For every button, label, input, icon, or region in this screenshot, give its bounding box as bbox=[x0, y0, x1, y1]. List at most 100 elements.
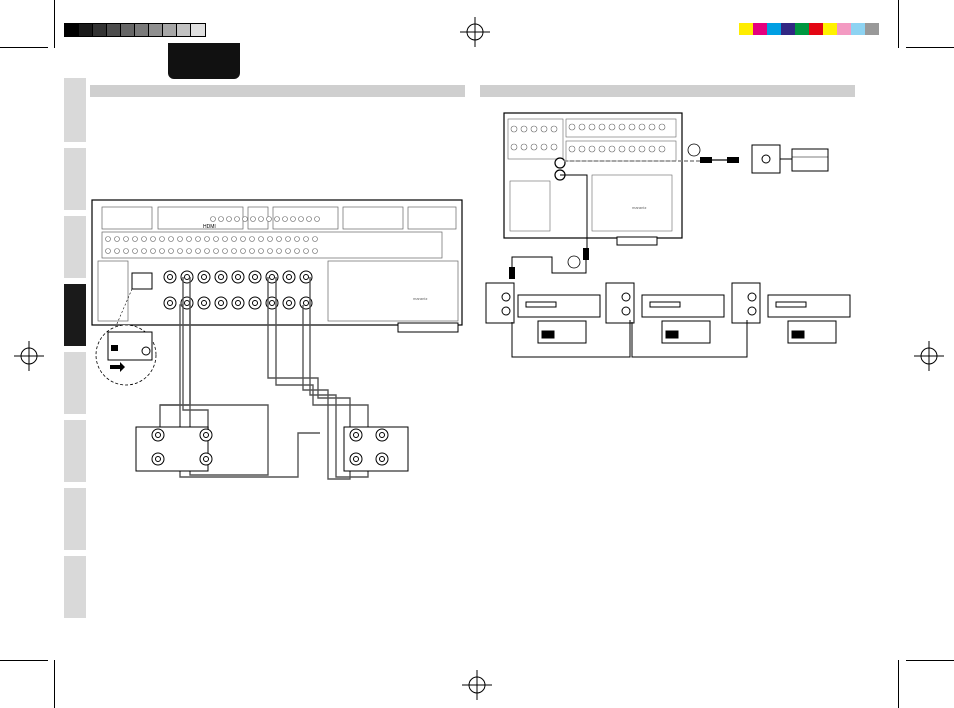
jack bbox=[621, 292, 631, 302]
jack bbox=[598, 123, 606, 131]
jack bbox=[222, 236, 228, 242]
gray-swatch bbox=[190, 23, 206, 37]
jack bbox=[638, 123, 646, 131]
jack bbox=[290, 216, 296, 222]
jack bbox=[312, 248, 318, 254]
remote-jack-box bbox=[731, 282, 761, 324]
jack bbox=[132, 236, 138, 242]
jack bbox=[218, 300, 224, 306]
jack bbox=[267, 236, 273, 242]
registration-mark-icon bbox=[462, 670, 492, 700]
jack bbox=[303, 300, 309, 306]
jack bbox=[167, 274, 173, 280]
jack bbox=[213, 248, 219, 254]
biamp-connection-diagram: HDMI marantz bbox=[91, 199, 463, 480]
jack bbox=[168, 248, 174, 254]
jack bbox=[195, 236, 201, 242]
jack bbox=[159, 248, 165, 254]
jack bbox=[501, 306, 511, 316]
jack bbox=[203, 432, 209, 438]
side-tab[interactable] bbox=[64, 78, 86, 142]
jack bbox=[184, 300, 190, 306]
jack bbox=[235, 274, 241, 280]
jack bbox=[648, 123, 656, 131]
jack bbox=[303, 248, 309, 254]
remote-connection-diagram: marantz bbox=[485, 112, 851, 358]
jack bbox=[235, 300, 241, 306]
side-tab[interactable] bbox=[64, 148, 86, 210]
jack bbox=[132, 248, 138, 254]
process-swatch bbox=[767, 23, 781, 35]
jack bbox=[269, 300, 275, 306]
jack bbox=[249, 248, 255, 254]
section-header-bar-left bbox=[90, 85, 465, 97]
jack bbox=[353, 432, 359, 438]
switch-knob bbox=[665, 330, 679, 339]
jack bbox=[218, 216, 224, 222]
jack bbox=[621, 306, 631, 316]
jack bbox=[303, 274, 309, 280]
jack bbox=[530, 143, 538, 151]
jack bbox=[520, 125, 528, 133]
side-tab[interactable] bbox=[64, 488, 86, 550]
jack bbox=[286, 274, 292, 280]
jack bbox=[628, 145, 636, 153]
jack bbox=[231, 248, 237, 254]
jack bbox=[204, 236, 210, 242]
jack bbox=[285, 248, 291, 254]
receiver-rear-panel bbox=[503, 112, 683, 239]
jack bbox=[213, 236, 219, 242]
jack bbox=[266, 216, 272, 222]
jack bbox=[123, 236, 129, 242]
jack bbox=[114, 248, 120, 254]
jack bbox=[314, 216, 320, 222]
jack bbox=[294, 236, 300, 242]
display-panel bbox=[525, 301, 557, 308]
jack bbox=[258, 236, 264, 242]
jack bbox=[184, 274, 190, 280]
jack bbox=[204, 248, 210, 254]
crop-mark bbox=[906, 660, 954, 661]
jack bbox=[105, 248, 111, 254]
jack bbox=[269, 274, 275, 280]
jack bbox=[267, 248, 273, 254]
jack bbox=[578, 145, 586, 153]
side-tab[interactable] bbox=[64, 352, 86, 414]
side-tab[interactable] bbox=[64, 216, 86, 278]
jack bbox=[282, 216, 288, 222]
jack bbox=[123, 248, 129, 254]
jack bbox=[222, 248, 228, 254]
side-tab[interactable] bbox=[64, 556, 86, 618]
jack bbox=[150, 248, 156, 254]
side-tab[interactable] bbox=[64, 420, 86, 482]
jack bbox=[141, 236, 147, 242]
jack bbox=[618, 123, 626, 131]
jack bbox=[167, 300, 173, 306]
audio-component bbox=[517, 294, 601, 318]
jack bbox=[353, 456, 359, 462]
jack bbox=[588, 123, 596, 131]
speaker-terminal-icon bbox=[135, 426, 209, 472]
jack bbox=[747, 306, 757, 316]
jack bbox=[252, 274, 258, 280]
jack bbox=[274, 216, 280, 222]
jack bbox=[618, 145, 626, 153]
impedance-switch bbox=[131, 272, 153, 290]
jack bbox=[568, 145, 576, 153]
jack bbox=[186, 248, 192, 254]
jack bbox=[150, 236, 156, 242]
jack bbox=[210, 216, 216, 222]
jack bbox=[240, 248, 246, 254]
process-swatch bbox=[753, 23, 767, 35]
display-panel bbox=[775, 301, 807, 308]
jack bbox=[540, 125, 548, 133]
jack bbox=[155, 456, 161, 462]
jack bbox=[550, 143, 558, 151]
jack bbox=[276, 248, 282, 254]
display-panel bbox=[649, 301, 681, 308]
crop-mark bbox=[898, 0, 899, 48]
jack bbox=[159, 236, 165, 242]
audio-component bbox=[641, 294, 725, 318]
side-tab-active[interactable] bbox=[64, 284, 86, 346]
crop-mark bbox=[906, 47, 954, 48]
